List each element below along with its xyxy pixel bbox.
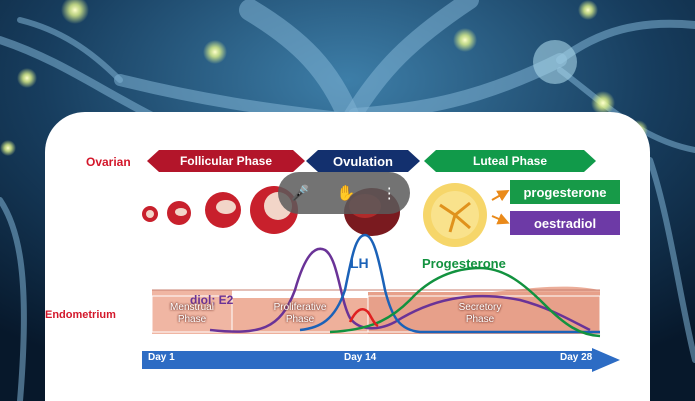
more-icon[interactable]: ⋮ <box>381 185 397 202</box>
progesterone-label: Progesterone <box>422 256 506 271</box>
mic-off-icon[interactable]: 🎤 <box>291 185 310 202</box>
follicle-1 <box>142 206 158 222</box>
follicle-3 <box>205 192 241 228</box>
ovarian-label: Ovarian <box>86 155 131 169</box>
video-controls-overlay[interactable]: 🎤 ✋ ⋮ <box>278 172 410 214</box>
oestradiol-curve <box>209 247 591 333</box>
lh-label: LH <box>350 255 369 271</box>
lh-curve <box>299 233 600 334</box>
corpus-luteum <box>423 183 487 247</box>
day-14-label: Day 14 <box>344 352 377 363</box>
progesterone-box: progesterone <box>510 180 620 204</box>
day-28-label: Day 28 <box>560 352 593 363</box>
luteal-phase-arrow: Luteal Phase <box>424 150 596 172</box>
day-1-label: Day 1 <box>148 352 175 363</box>
follicle-2 <box>167 201 191 225</box>
fsh-curve <box>348 308 379 328</box>
endometrium-label: Endometrium <box>45 309 116 321</box>
progesterone-curve <box>329 266 601 338</box>
e2-label: diol; E2 <box>190 293 234 307</box>
oestradiol-box: oestradiol <box>510 211 620 235</box>
follicular-phase-arrow: Follicular Phase <box>147 150 305 172</box>
ovulation-arrow: Ovulation <box>306 150 420 172</box>
cycle-timeline-arrow <box>142 348 620 372</box>
hand-icon[interactable]: ✋ <box>336 185 356 202</box>
